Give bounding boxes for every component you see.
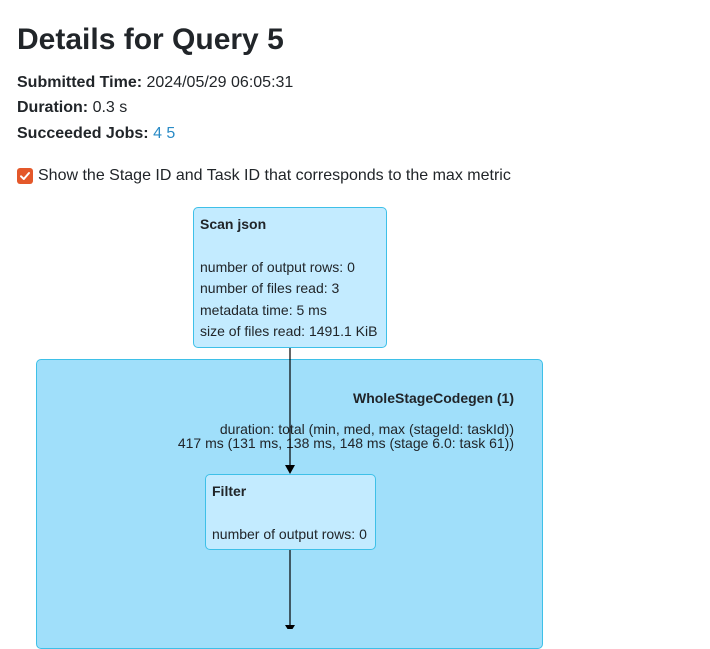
succeeded-jobs-label: Succeeded Jobs: bbox=[17, 125, 149, 142]
filter-node[interactable]: Filter number of output rows: 0 bbox=[205, 474, 376, 550]
submitted-time-label: Submitted Time: bbox=[17, 74, 143, 91]
submitted-time-value: 2024/05/29 06:05:31 bbox=[146, 74, 294, 91]
page-title: Details for Query 5 bbox=[17, 23, 284, 56]
whole-stage-codegen-title: WholeStageCodegen (1) bbox=[352, 390, 514, 406]
filter-metric-output-rows: number of output rows: 0 bbox=[212, 526, 367, 542]
scan-json-metric-output-rows: number of output rows: 0 bbox=[200, 259, 355, 275]
job-link-4[interactable]: 4 bbox=[153, 125, 162, 142]
codegen-duration-header: duration: total (min, med, max (stageId:… bbox=[219, 421, 514, 437]
duration-value: 0.3 s bbox=[92, 99, 128, 116]
codegen-duration-value: 417 ms (131 ms, 138 ms, 148 ms (stage 6.… bbox=[177, 435, 514, 451]
scan-json-node[interactable]: Scan json number of output rows: 0 numbe… bbox=[193, 207, 387, 348]
scan-json-title: Scan json bbox=[200, 216, 267, 232]
scan-json-metric-files-read: number of files read: 3 bbox=[200, 280, 340, 296]
checkmark-icon bbox=[20, 172, 30, 180]
show-stage-task-option[interactable]: Show the Stage ID and Task ID that corre… bbox=[17, 164, 511, 188]
show-stage-task-checkbox[interactable] bbox=[17, 168, 33, 184]
filter-title: Filter bbox=[212, 483, 247, 499]
show-stage-task-label: Show the Stage ID and Task ID that corre… bbox=[38, 167, 511, 184]
scan-json-metric-files-size: size of files read: 1491.1 KiB bbox=[200, 323, 378, 339]
duration-label: Duration: bbox=[17, 99, 89, 116]
duration-row: Duration: 0.3 s bbox=[17, 96, 127, 120]
submitted-time-row: Submitted Time: 2024/05/29 06:05:31 bbox=[17, 71, 293, 95]
job-link-5[interactable]: 5 bbox=[166, 125, 176, 142]
succeeded-jobs-row: Succeeded Jobs: 4 5 bbox=[17, 122, 175, 146]
scan-json-metric-metadata-time: metadata time: 5 ms bbox=[200, 302, 327, 318]
